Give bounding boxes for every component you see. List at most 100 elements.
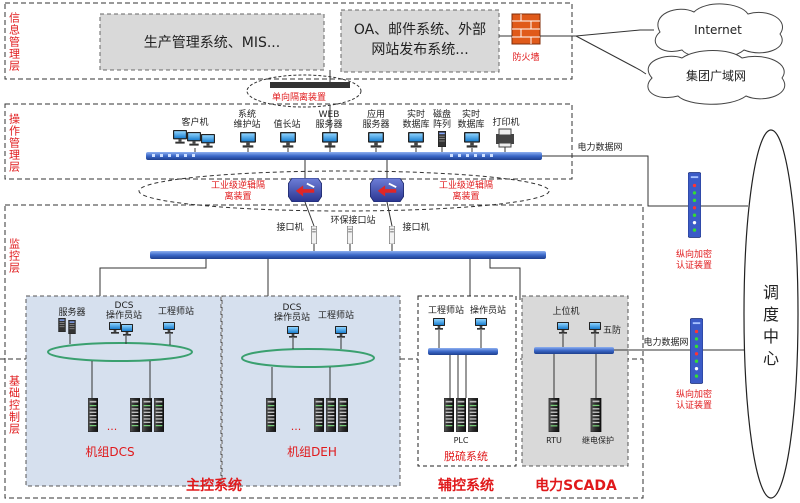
basic-layer-label: 基础控制层	[8, 375, 21, 435]
one-way-isolation-ring	[246, 74, 362, 108]
dcs-op-label-1: DCS	[115, 301, 134, 311]
oa-system-label-1: OA、邮件系统、外部	[354, 22, 486, 38]
encrypt-top-label-2: 认证装置	[676, 259, 712, 271]
power-net-label-2: 电力数据网	[643, 336, 688, 348]
wan-label: 集团广域网	[686, 68, 746, 83]
operation-drops	[194, 147, 506, 152]
printer-icon	[496, 128, 514, 148]
rtdb1-icon	[408, 132, 424, 148]
duty-icon	[280, 132, 296, 148]
web-label-1: WEB	[319, 110, 340, 120]
sysmaint-label-2: 维护站	[233, 118, 260, 130]
dispatch-char-2: 度	[763, 305, 779, 324]
deh-op-label-2: 操作员站	[274, 311, 310, 323]
web-label-2: 服务器	[315, 118, 342, 130]
deh-panel	[221, 295, 401, 487]
interface-left-label: 接口机	[276, 221, 303, 233]
firewall-icon	[511, 13, 541, 45]
reverse-iso-left-label-2: 离装置	[224, 190, 251, 202]
app-label-2: 服务器	[362, 118, 389, 130]
deh-unit-label: 机组DEH	[287, 445, 337, 459]
sysmaint-label-1: 系统	[238, 108, 256, 120]
one-way-isolation-device	[270, 82, 350, 88]
dcs-dots-label: ...	[107, 420, 118, 433]
main-control-label: 主控系统	[186, 477, 242, 494]
client-machines	[173, 130, 215, 148]
deh-dots-label: ...	[291, 420, 302, 433]
interface-env-label: 环保接口站	[330, 214, 375, 226]
monitor-bus	[150, 251, 546, 259]
scada-label: 电力SCADA	[535, 477, 617, 494]
dispatch-char-3: 中	[763, 327, 779, 346]
link-firewall-wan	[575, 35, 647, 75]
interface-drops	[313, 244, 393, 251]
deh-ring-network	[241, 348, 375, 368]
disk-label-1: 磁盘	[433, 108, 451, 120]
interface-right-icon	[389, 226, 395, 244]
encrypt-bottom-label-1: 纵向加密	[676, 388, 712, 400]
web-server-icon	[322, 132, 338, 148]
oa-system-box	[340, 9, 500, 73]
app-label-1: 应用	[367, 108, 385, 120]
dcs-ring-drops	[69, 334, 171, 398]
dcs-unit-label: 机组DCS	[85, 445, 134, 459]
reverse-isolation-right-icon	[370, 178, 404, 202]
monitor-layer-label: 监控层	[8, 238, 21, 274]
dispatch-char-1: 调	[763, 283, 779, 302]
sysmaint-icon	[240, 132, 256, 148]
production-system-box	[99, 13, 325, 71]
deh-ring-drops	[271, 338, 342, 398]
production-system-label: 生产管理系统、MIS...	[144, 35, 280, 51]
reverse-iso-left-label-1: 工业级逆辑隔	[211, 179, 265, 191]
rtdb1-label-2: 数据库	[402, 118, 429, 130]
encrypt-top-label-1: 纵向加密	[676, 248, 712, 260]
desulf-drops	[438, 330, 482, 398]
deh-cabinet-icon	[266, 398, 276, 432]
interface-right-label: 接口机	[402, 221, 429, 233]
deh-op-label-1: DCS	[283, 303, 302, 313]
scada-host-label: 上位机	[552, 305, 579, 317]
encrypt-top-device-icon	[688, 172, 701, 238]
interface-env-icon	[347, 226, 353, 244]
reverse-iso-right-label-1: 工业级逆辑隔	[439, 179, 493, 191]
scada-drops	[553, 334, 597, 398]
rtdb2-label-1: 实时	[462, 108, 480, 120]
wan-cloud	[647, 50, 786, 105]
rtdb2-label-2: 数据库	[457, 118, 484, 130]
dispatch-char-4: 心	[763, 349, 779, 368]
operation-bus	[146, 152, 542, 160]
oa-system-label-2: 网站发布系统...	[371, 42, 468, 58]
dcs-cabinet-icon	[88, 398, 98, 432]
scada-wufang-label: 五防	[603, 324, 621, 336]
operation-layer-frame	[4, 103, 573, 180]
interface-left-icon	[311, 226, 317, 244]
scada-rtu-icon	[548, 398, 560, 432]
link-firewall-internet	[540, 29, 654, 37]
link-rev-left-iface	[304, 201, 315, 227]
rtdb2-icon	[464, 132, 480, 148]
operation-layer-label: 操作管理层	[8, 112, 21, 173]
reverse-isolation-ring	[138, 170, 550, 212]
reverse-isolation-left-icon	[288, 178, 322, 202]
dispatch-center-ellipse	[743, 129, 799, 499]
encrypt-bottom-label-2: 认证装置	[676, 399, 712, 411]
info-layer-frame	[4, 2, 573, 80]
client-label: 客户机	[181, 116, 208, 128]
encrypt-bottom-device-icon	[690, 318, 703, 384]
aux-control-label: 辅控系统	[438, 477, 494, 494]
monitor-layer-frame	[4, 204, 644, 499]
scada-bus	[534, 347, 614, 354]
info-layer-label: 信息管理层	[8, 12, 21, 72]
reverse-iso-right-label-2: 离装置	[452, 190, 479, 202]
power-net-label-1: 电力数据网	[577, 141, 622, 153]
printer-label: 打印机	[492, 116, 519, 128]
deh-eng-label: 工程师站	[318, 309, 354, 321]
scada-relay-icon	[590, 398, 602, 432]
deh-cabinet-group-icon	[314, 398, 348, 432]
dcs-server-label: 服务器	[58, 306, 85, 318]
scada-relay-label: 继电保护	[582, 435, 614, 445]
firewall-label: 防火墙	[512, 51, 539, 63]
desulf-bus	[428, 348, 498, 355]
dcs-cabinet-group-icon	[130, 398, 164, 432]
desulf-op-label: 操作员站	[470, 304, 506, 316]
